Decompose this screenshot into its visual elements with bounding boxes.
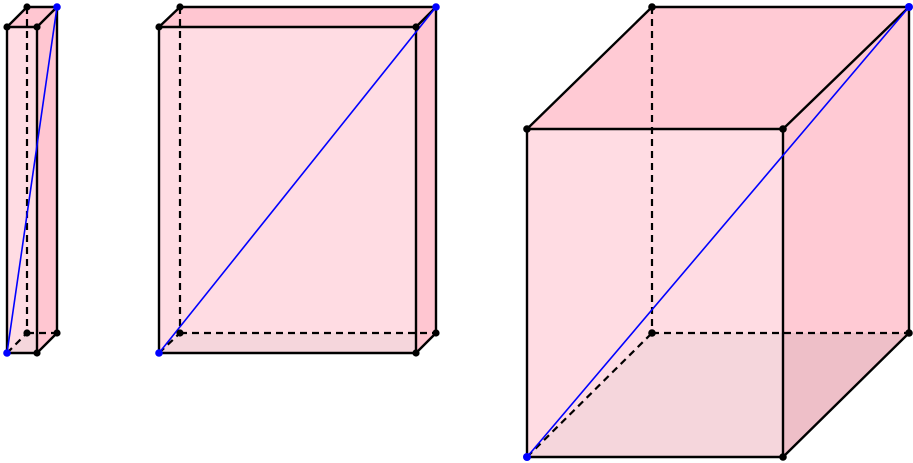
- thin-prism-hidden-edges: [6, 7, 57, 354]
- thin-prism-front-face: [7, 27, 37, 353]
- thin-prism-vertices: [3, 3, 61, 357]
- cube-vertices: [523, 3, 913, 461]
- thin-prism-diagonal-end: [53, 3, 61, 11]
- cube-diagonal-start: [523, 453, 531, 461]
- thin-prism-top-face: [7, 7, 57, 27]
- thin-prism-space-diagonal: [6, 6, 58, 354]
- cube-front-face: [527, 129, 783, 457]
- cube-space-diagonal: [526, 6, 910, 458]
- cube-hidden-edges: [526, 7, 909, 458]
- cube: [523, 3, 913, 461]
- cube-diagonal-end: [905, 3, 913, 11]
- medium-prism-vertices: [155, 3, 440, 357]
- medium-prism-space-diagonal: [158, 6, 437, 354]
- thin-prism-visible-edges: [5, 5, 59, 355]
- medium-prism-right-face: [416, 7, 436, 353]
- medium-prism-top-face: [159, 7, 436, 27]
- medium-prism-diagonal-start: [155, 349, 163, 357]
- thin-prism-diagonal-start: [3, 349, 11, 357]
- medium-prism: [155, 3, 440, 357]
- thin-prism: [3, 3, 61, 357]
- medium-prism-diagonal-end: [432, 3, 440, 11]
- thin-prism-right-face: [37, 7, 57, 353]
